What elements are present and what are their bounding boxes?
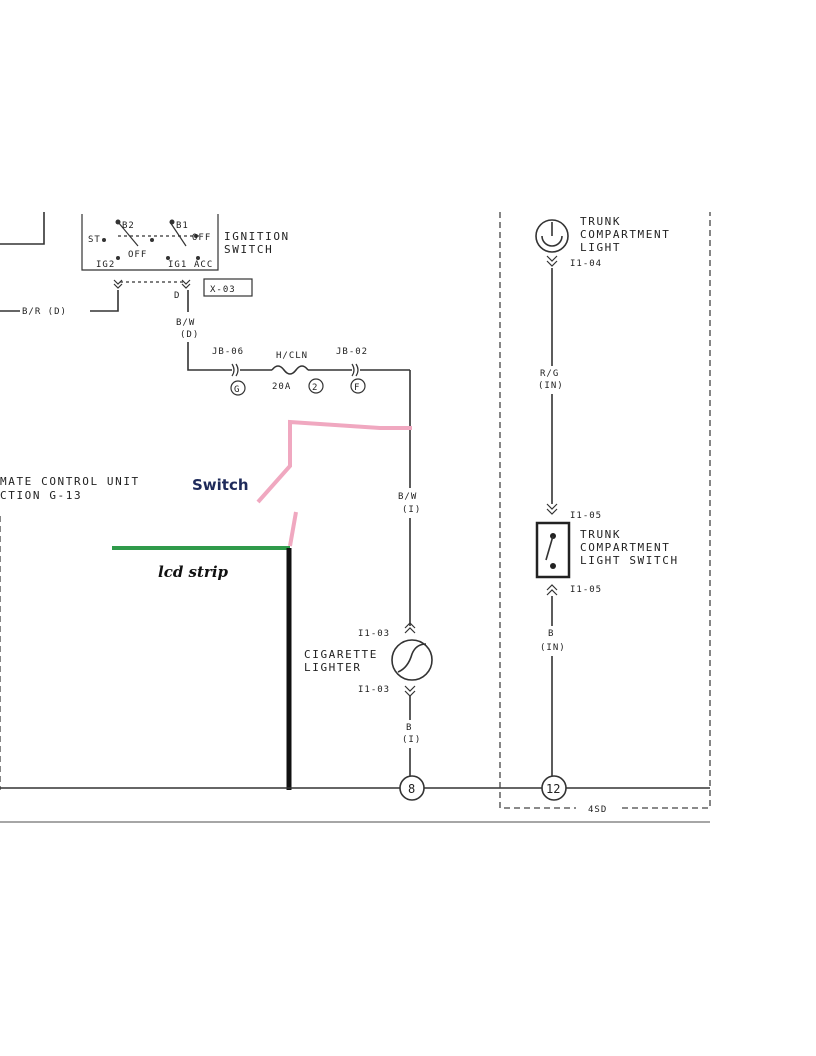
trunk-switch-bottom-chevron (546, 584, 558, 596)
climate-label-1: MATE CONTROL UNIT (0, 475, 140, 488)
wire-rg-in-label-1: R/G (540, 369, 559, 379)
wire-rg-in-label-2: (IN) (538, 381, 564, 391)
terminal-d: D (174, 291, 180, 301)
pin-2: 2 (312, 383, 318, 393)
ig2-connector-chevron (113, 279, 123, 289)
pin-g: G (234, 385, 240, 395)
connector-box (203, 278, 253, 297)
fuse-hcln: JB-06 H/CLN JB-02 G 20A 2 F (212, 347, 410, 396)
added-switch-contact (288, 511, 298, 547)
wire-b-in-label-1: B (548, 629, 554, 639)
trunk-switch-label-2: COMPARTMENT (580, 541, 670, 554)
lighter-conn-bottom-chevron (404, 685, 416, 697)
ignition-switch: B2 B1 ST OFF OFF IG2 IG1 ACC IGNITION SW… (81, 214, 290, 301)
lighter-label-2: LIGHTER (304, 661, 362, 674)
pin-2-circle (308, 378, 324, 394)
climate-label-2: CTION G-13 (0, 489, 82, 502)
terminal-ig1: IG1 (168, 260, 187, 270)
wire-bw-d-lower (187, 342, 232, 371)
trunk-light-label-1: TRUNK (580, 215, 621, 228)
trunk-light-switch: I1-05 TRUNK COMPARTMENT LIGHT SWITCH I1-… (535, 503, 679, 596)
trunk-switch-conn-top: I1-05 (570, 511, 602, 521)
trunk-region-box (499, 212, 711, 809)
lighter-conn-top-chevron (404, 622, 416, 634)
terminal-b2: B2 (122, 221, 135, 231)
trunk-switch-conn-bottom: I1-05 (570, 585, 602, 595)
added-switch-wire (256, 419, 412, 504)
wire-b-i-label-1: B (406, 723, 412, 733)
region-label: 4SD (588, 805, 607, 815)
ground-8-circle (399, 775, 425, 801)
trunk-switch-top-chevron (546, 503, 558, 515)
wire-br-d (0, 290, 119, 312)
wire-br-d-label: B/R (D) (22, 307, 67, 317)
trunk-light-chevron (546, 255, 558, 267)
ignition-label-2: SWITCH (224, 243, 273, 256)
terminal-st: ST (88, 235, 101, 245)
left-module-box (0, 212, 45, 245)
trunk-light-label-3: LIGHT (580, 241, 621, 254)
lighter-body (391, 639, 433, 681)
trunk-switch-body (535, 521, 571, 579)
wire-b-in-label-2: (IN) (540, 643, 566, 653)
trunk-light: TRUNK COMPARTMENT LIGHT I1-04 (535, 215, 670, 269)
terminal-acc: ACC (194, 260, 213, 270)
ig1-connector-chevron (181, 279, 191, 289)
ground-8: 8 (408, 782, 415, 796)
led-strip-annotation: lcd strip (158, 563, 229, 581)
ground-12: 12 (546, 782, 560, 796)
terminal-off-left: OFF (128, 250, 147, 260)
trunk-switch-label-1: TRUNK (580, 528, 621, 541)
ignition-label-1: IGNITION (224, 230, 290, 243)
fuse-element (271, 365, 309, 375)
terminal-ig2: IG2 (96, 260, 115, 270)
connector-label: X-03 (210, 285, 236, 295)
jb02-label: JB-02 (336, 347, 368, 357)
jb02-connector (351, 363, 359, 377)
trunk-switch-label-3: LIGHT SWITCH (580, 554, 679, 567)
wire-bw-d-label-2: (D) (180, 330, 199, 340)
lighter-conn-bottom: I1-03 (358, 685, 390, 695)
ground-12-circle (541, 775, 567, 801)
pin-f-circle (350, 378, 366, 394)
pin-g-circle (230, 380, 246, 396)
wire-bw-d-label-1: B/W (176, 318, 195, 328)
fuse-rating: 20A (272, 382, 291, 392)
wire-bw-i-label-1: B/W (398, 492, 417, 502)
trunk-light-bulb (535, 219, 569, 253)
terminal-off-right: OFF (192, 233, 211, 243)
terminal-b1: B1 (176, 221, 189, 231)
lighter-element (397, 643, 427, 673)
lighter-label-1: CIGARETTE (304, 648, 378, 661)
trunk-light-label-2: COMPARTMENT (580, 228, 670, 241)
wire-b-i-label-2: (I) (402, 735, 421, 745)
trunk-light-conn: I1-04 (570, 259, 602, 269)
lighter-conn-top: I1-03 (358, 629, 390, 639)
ignition-switch-housing (81, 214, 219, 271)
pin-f: F (354, 383, 360, 393)
wire-bw-i-label-2: (I) (402, 505, 421, 515)
fuse-name: H/CLN (276, 351, 308, 361)
cigarette-lighter: I1-03 CIGARETTE LIGHTER I1-03 (304, 622, 433, 697)
jb06-connector (231, 363, 239, 377)
switch-annotation: Switch (192, 476, 249, 494)
jb06-label: JB-06 (212, 347, 244, 357)
